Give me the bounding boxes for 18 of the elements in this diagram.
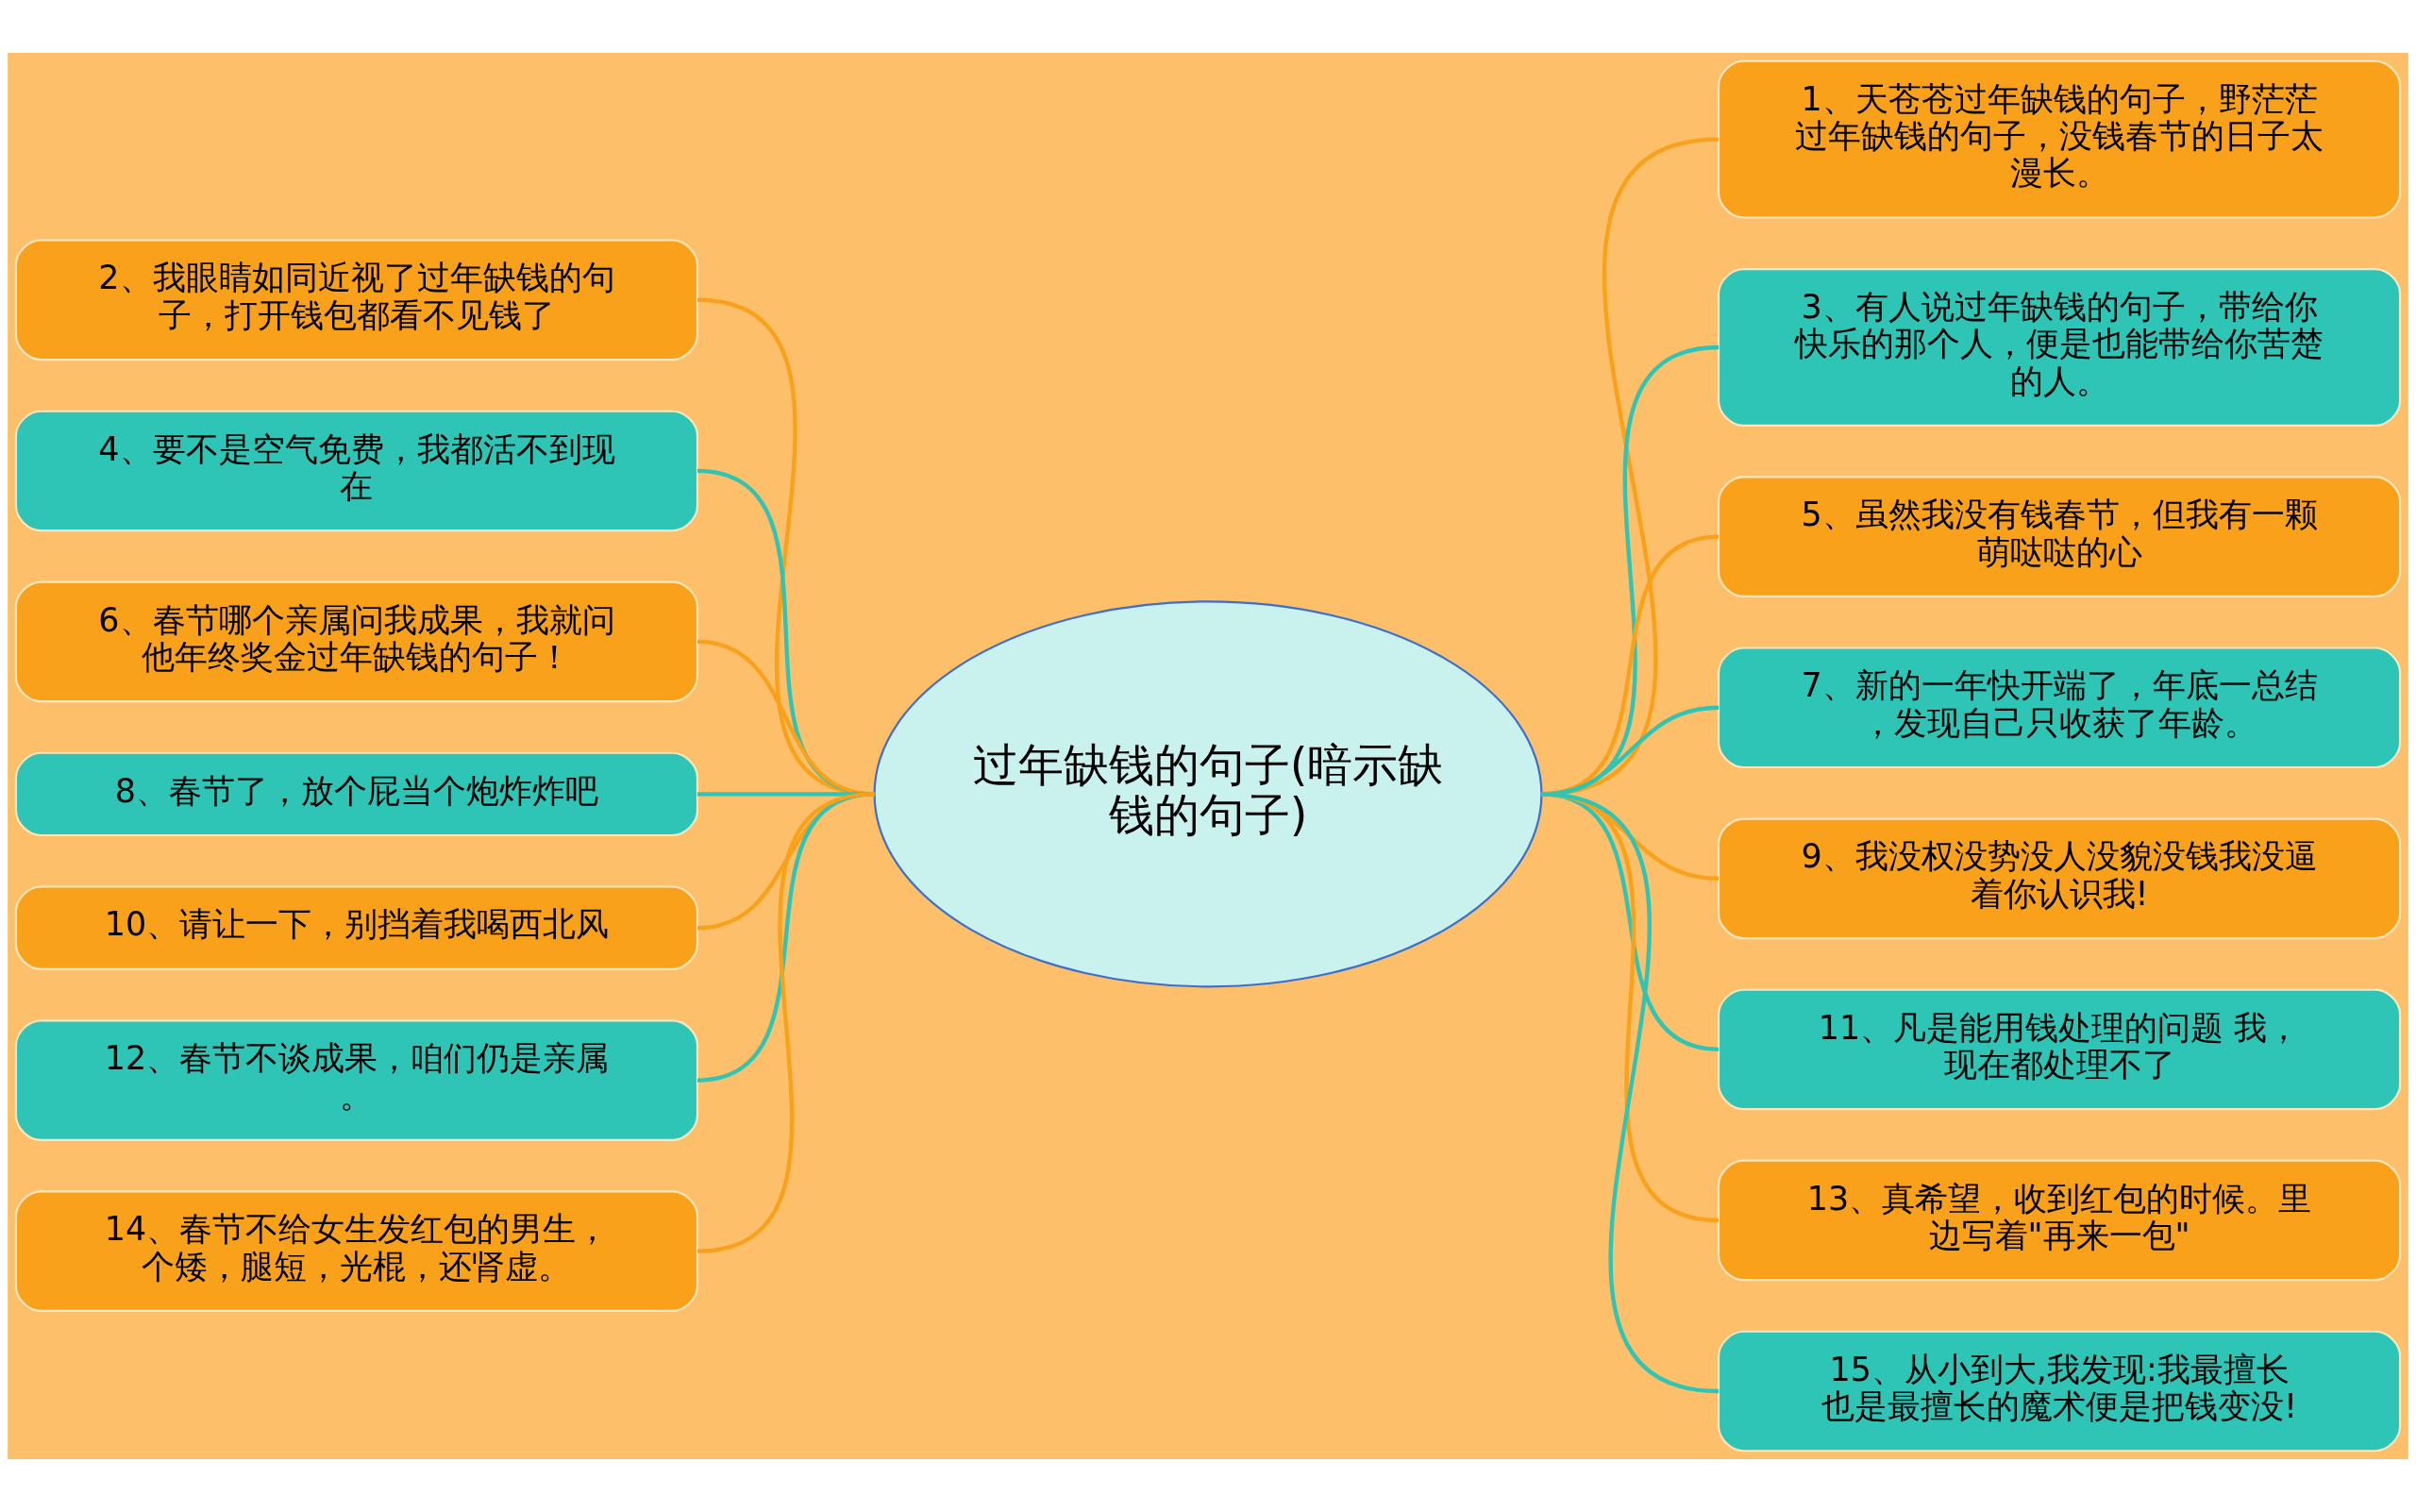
node-box: 14、春节不给女生发红包的男生，个矮，腿短，光棍，还肾虚。 xyxy=(14,1190,699,1312)
node-box: 10、请让一下，别挡着我喝西北风 xyxy=(14,885,699,970)
node-box: 2、我眼睛如同近视了过年缺钱的句子，打开钱包都看不见钱了 xyxy=(14,239,699,361)
node-box: 15、从小到大,我发现:我最擅长也是最擅长的魔术便是把钱变没! xyxy=(1717,1330,2402,1453)
node-box: 9、我没权没势没人没貌没钱我没逼着你认识我! xyxy=(1717,817,2402,940)
node-ellipse: 过年缺钱的句子(暗示缺钱的句子) xyxy=(873,600,1543,988)
node-box: 13、真希望，收到红包的时候。里边写着"再来一包" xyxy=(1717,1159,2402,1282)
node-box: 4、要不是空气免费，我都活不到现在 xyxy=(14,410,699,532)
node-box: 1、天苍苍过年缺钱的句子，野茫茫过年缺钱的句子，没钱春节的日子太漫长。 xyxy=(1717,59,2402,219)
connector xyxy=(1540,792,1720,1394)
node-box: 3、有人说过年缺钱的句子，带给你快乐的那个人，便是也能带给你苦楚的人。 xyxy=(1717,267,2402,427)
node-box: 11、凡是能用钱处理的问题 我，现在都处理不了 xyxy=(1717,988,2402,1111)
node-box: 6、春节哪个亲属问我成果，我就问他年终奖金过年缺钱的句子！ xyxy=(14,580,699,703)
node-box: 12、春节不谈成果，咱们仍是亲属。 xyxy=(14,1019,699,1141)
node-box: 7、新的一年快开端了，年底一总结，发现自己只收获了年龄。 xyxy=(1717,647,2402,769)
node-box: 5、虽然我没有钱春节，但我有一颗萌哒哒的心 xyxy=(1717,476,2402,597)
connector xyxy=(696,792,875,1253)
node-box: 8、春节了，放个屁当个炮炸炸吧 xyxy=(14,751,699,837)
